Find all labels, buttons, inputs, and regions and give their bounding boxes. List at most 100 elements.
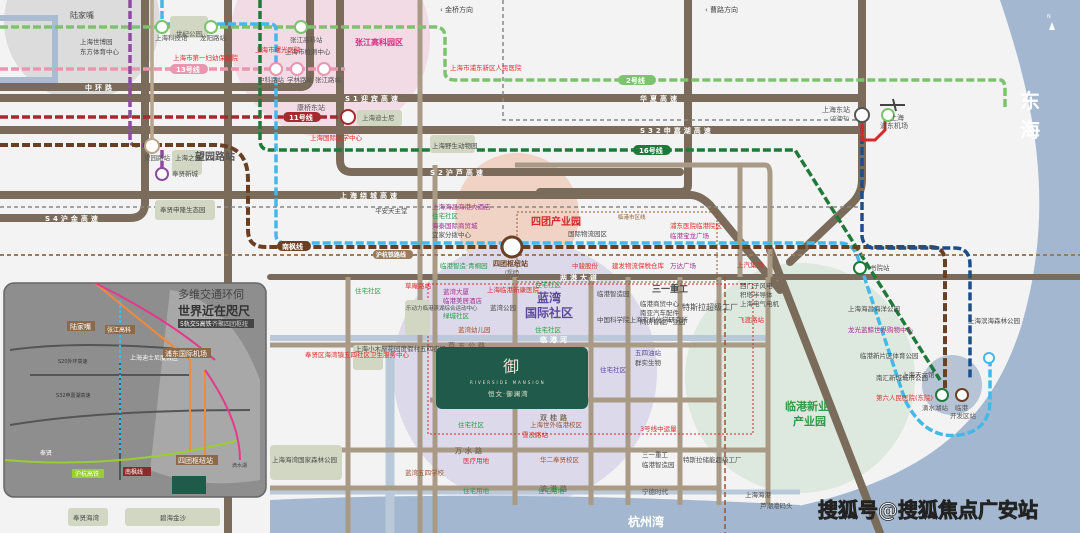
map-label: S1迎宾高速 (345, 94, 401, 103)
pudong-rail (502, 0, 860, 121)
map-label: 双桂路 (540, 413, 570, 422)
map-label: 陆家嘴 (70, 322, 91, 331)
compass-icon (1049, 22, 1055, 30)
map-label: 蓝湾 (537, 290, 561, 305)
map-label: 华二奉贤校区 (540, 455, 580, 464)
map-label: 两港大道 (560, 273, 600, 282)
map-label: 万水路 (454, 446, 485, 455)
map-label: 奉贤 (40, 449, 52, 457)
map-label: 陆家嘴 (70, 10, 94, 20)
map-label: 特斯拉超级工厂 (682, 302, 738, 312)
map-shape (105, 325, 135, 334)
map-label: 海泰国际商贸城 (432, 221, 478, 230)
map-label: 中国科学院上海有机化学研究所 (597, 315, 689, 324)
map-label: 5轨交5高铁 (180, 320, 212, 328)
map-label: 群实生物 (635, 358, 662, 367)
map-shape (178, 319, 254, 328)
map-label: 临港智造园 (642, 460, 675, 469)
map-label: 张江高科 (107, 326, 131, 334)
map-label: 上海海昌海洋公园 (848, 304, 900, 313)
map-label: 奉贤新城 (172, 169, 199, 178)
map-label: 2号线 (626, 76, 645, 85)
map-shape (172, 476, 206, 494)
map-shape (881, 108, 895, 122)
map-label: 雪浪路站 (522, 430, 549, 439)
map-label: 华夏高速 (640, 94, 680, 103)
bihai-label: 碧海金沙 (160, 513, 187, 522)
map-label: 上海海港 (745, 490, 772, 499)
map-shape (155, 200, 215, 220)
map-shape (204, 20, 218, 34)
map-label: 上海绕城高速 (340, 191, 400, 200)
map-label: 国际社区 (525, 305, 573, 320)
lujiazui-zone (4, 0, 160, 100)
map-shape (125, 508, 220, 526)
map-shape (290, 62, 304, 76)
map-shape (536, 0, 692, 196)
map-shape (766, 246, 884, 533)
airport-link (860, 118, 887, 142)
map-label: 草庵路站 (405, 281, 432, 290)
map-shape (170, 64, 208, 74)
map-label: 蓝湾大厦 (443, 287, 470, 296)
map-label: 四团枢纽站 (493, 259, 528, 268)
line-16 (258, 0, 942, 381)
map-shape (340, 109, 356, 125)
map-label: 四团枢纽站 (178, 456, 213, 465)
map-label: S2沪芦高速 (430, 168, 486, 177)
map-label: 临港新业 (785, 399, 829, 413)
map-label: 上海之鱼 (175, 153, 202, 162)
local-roads (270, 0, 773, 533)
map-label: 世纪公园 (176, 29, 202, 38)
map-label: 书院站 (870, 263, 890, 272)
map-label: S4沪金高速 (45, 214, 101, 223)
map-label: 多维交通环伺 (178, 287, 244, 301)
map-shape (515, 162, 773, 277)
east-sea (780, 0, 1080, 533)
map-label: 学林路站 (287, 75, 314, 84)
map-label: 东 (1020, 89, 1040, 113)
map-shape (436, 347, 588, 409)
map-shape (633, 145, 671, 155)
map-label: 蓝湾幼儿园 (458, 325, 491, 334)
inset-map: 多维交通环伺 世界近在咫尺 5轨交5高铁 齐聚四团枢纽 陆家嘴 张江高科 上海迪… (3, 282, 267, 498)
map-label: ‹ 金桥方向 (440, 5, 473, 14)
map-label: 上海海湾国家森林公园 (272, 455, 337, 464)
map-shape (68, 508, 108, 526)
fengxian-nanqiao: 望园路站 (195, 150, 235, 163)
map-label: 同济智能产业园 (640, 317, 686, 326)
map-shape (618, 75, 656, 85)
map-shape (935, 388, 949, 402)
map-label: 建发物流保税仓库 (612, 261, 665, 270)
map-label: 临港 (955, 403, 969, 412)
map-shape (270, 445, 342, 480)
map-label: 上海野生动物园 (432, 141, 478, 150)
map-label: 浦东机场 (880, 121, 908, 130)
map-label: 五四油站 (635, 348, 662, 357)
project-riverside-mansion[interactable]: 御 RIVERSIDE MANSION 恒文·御澜湾 (436, 347, 588, 409)
map-label: 奉贤区海湾镇五四社区卫生服务中心 (305, 350, 410, 359)
map-label: 张江高科园区 (355, 37, 403, 47)
map-label: 临港宝龙广场 (670, 231, 710, 240)
map-label: 上汽集团 (737, 260, 763, 269)
map-label: 滴水湖 (232, 462, 247, 469)
map-label: 特斯拉储能超级工厂 (683, 455, 742, 464)
map-label: 第六人民医院(东院) (876, 393, 933, 402)
map-label: 上海迪士尼 (362, 113, 395, 122)
map-shape (294, 20, 308, 34)
map-label: 望园路站 (144, 153, 171, 162)
map-label: 蓝湾五四学校 (405, 468, 445, 477)
map-label: 上海市浦东新区人民医院 (450, 63, 522, 72)
map-shape (72, 469, 104, 478)
map-shape (405, 300, 430, 335)
map-label: 住宅用地 (538, 486, 565, 495)
map-shape (269, 62, 283, 76)
map-label: 宜家分拨中心 (432, 230, 472, 239)
map-label: 四团产业园 (531, 215, 581, 228)
map-label: 万达广场 (670, 261, 697, 270)
map-label: 浦东国际机场 (165, 349, 207, 358)
map-label: 上海世博园 (80, 37, 113, 46)
map-label: 沪杭铁路线 (376, 251, 406, 259)
map-shape (4, 439, 241, 464)
map-label: 东方体育中心 (80, 47, 120, 56)
